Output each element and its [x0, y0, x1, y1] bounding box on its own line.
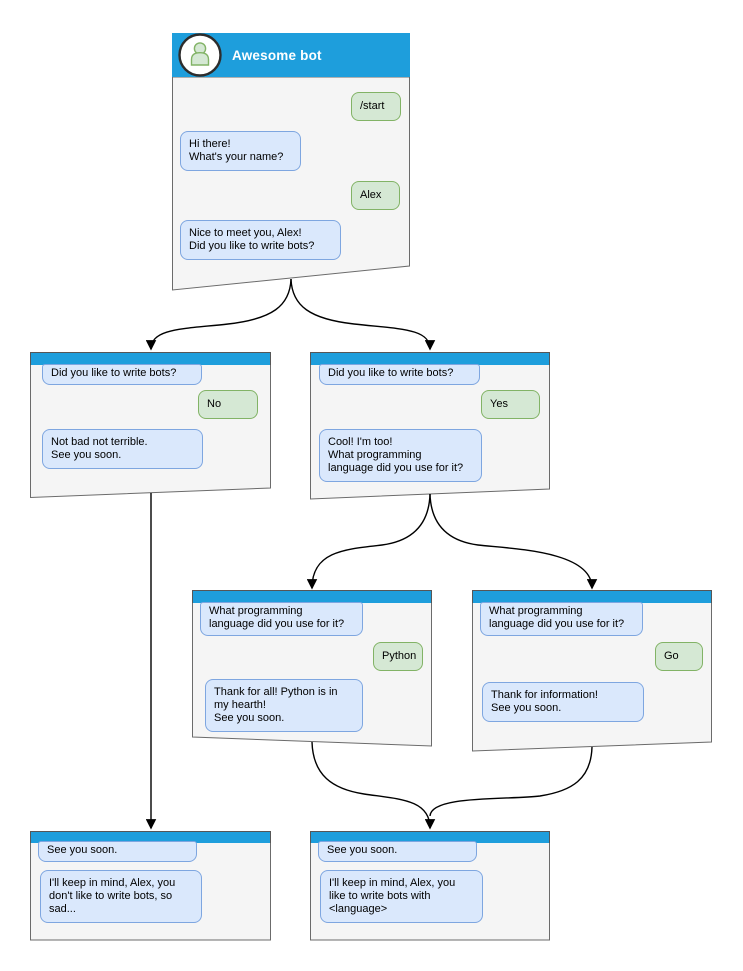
titlebar	[472, 590, 712, 603]
edge-root-to-no	[145, 278, 292, 351]
user-message-bubble: Python	[373, 642, 423, 671]
bot-message-bubble: Cool! I'm too! What programming language…	[319, 429, 482, 482]
chat-window-branch-no: Did you like to write bots? No Not bad n…	[30, 352, 271, 498]
bot-message-bubble: See you soon.	[318, 841, 477, 862]
bot-message-bubble: I'll keep in mind, Alex, you like to wri…	[320, 870, 483, 923]
bot-message-bubble: See you soon.	[38, 841, 197, 862]
edge-yes-to-python	[306, 493, 431, 590]
user-message-bubble: Go	[655, 642, 703, 671]
bot-message-bubble: Did you like to write bots?	[42, 364, 202, 385]
titlebar	[310, 831, 550, 843]
edge-python-to-end	[311, 741, 436, 830]
titlebar	[310, 352, 550, 365]
bot-message-bubble: Nice to meet you, Alex! Did you like to …	[180, 220, 341, 260]
bot-message-bubble: Not bad not terrible. See you soon.	[42, 429, 203, 469]
bot-message-bubble: What programming language did you use fo…	[200, 602, 363, 636]
titlebar	[192, 590, 432, 603]
chat-window-branch-yes: Did you like to write bots? Yes Cool! I'…	[310, 352, 550, 499]
user-message-bubble: Alex	[351, 181, 400, 210]
titlebar: Awesome bot	[172, 33, 410, 77]
edge-go-to-end	[429, 746, 593, 817]
person-body	[190, 51, 210, 66]
chat-window-root: Awesome bot /start Hi there! What's your…	[172, 33, 410, 290]
bot-message-bubble: Thank for all! Python is in my hearth! S…	[205, 679, 363, 732]
bot-message-bubble: Thank for information! See you soon.	[482, 682, 644, 722]
chat-window-branch-go: What programming language did you use fo…	[472, 590, 712, 752]
titlebar	[30, 831, 271, 843]
chat-window-branch-python: What programming language did you use fo…	[192, 590, 432, 747]
user-message-bubble: Yes	[481, 390, 540, 419]
edge-yes-to-go	[429, 493, 598, 590]
bot-message-bubble: Hi there! What's your name?	[180, 131, 301, 171]
bot-avatar-icon	[178, 33, 222, 77]
bot-message-bubble: What programming language did you use fo…	[480, 602, 643, 636]
bot-message-bubble: I'll keep in mind, Alex, you don't like …	[40, 870, 202, 923]
titlebar	[30, 352, 271, 365]
window-title: Awesome bot	[232, 48, 322, 63]
chat-window-end-yes: See you soon. I'll keep in mind, Alex, y…	[310, 831, 550, 940]
user-message-bubble: /start	[351, 92, 401, 121]
bot-message-bubble: Did you like to write bots?	[319, 364, 480, 385]
edge-root-to-yes	[290, 278, 436, 351]
user-message-bubble: No	[198, 390, 258, 419]
chat-window-end-no: See you soon. I'll keep in mind, Alex, y…	[30, 831, 271, 940]
